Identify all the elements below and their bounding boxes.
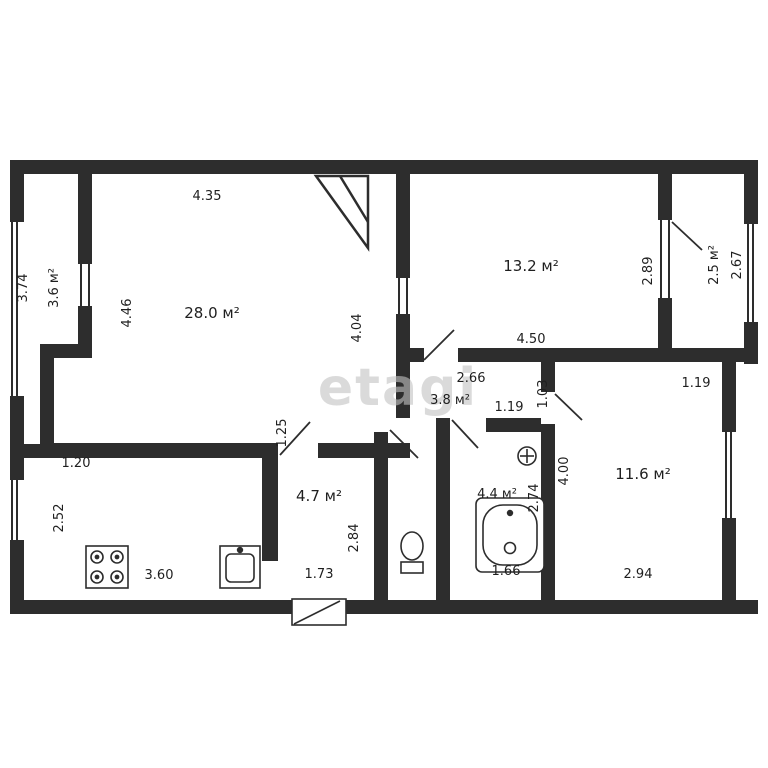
dim-435: 4.35 [193, 189, 222, 204]
stove-icon [85, 545, 129, 589]
room-label-balcony-left: 3.6 м² [47, 268, 62, 308]
dim-289: 2.89 [641, 257, 656, 286]
dim-400: 4.00 [557, 457, 572, 486]
room-label-balcony-right: 2.5 м² [707, 245, 722, 285]
dim-284: 2.84 [347, 524, 362, 553]
dim-446: 4.46 [120, 299, 135, 328]
dim-120: 1.20 [62, 456, 91, 471]
washbasin-icon [517, 446, 537, 466]
toilet-icon [400, 531, 424, 574]
bathtub-icon [475, 497, 545, 573]
dim-360: 3.60 [145, 568, 174, 583]
walls [10, 160, 758, 614]
room-label-living: 28.0 м² [184, 304, 240, 322]
dim-374: 3.74 [16, 274, 31, 303]
room-label-corridor: 4.7 м² [296, 487, 342, 505]
dim-173: 1.73 [305, 567, 334, 582]
dim-267: 2.67 [730, 251, 745, 280]
dim-274: 2.74 [527, 484, 542, 513]
dim-252: 2.52 [52, 504, 67, 533]
dim-166: 1.66 [492, 564, 521, 579]
dim-266: 2.66 [457, 371, 486, 386]
dim-294: 2.94 [624, 567, 653, 582]
room-label-bathroom: 4.4 м² [477, 487, 517, 502]
dimension-labels: 4.35 4.50 2.66 1.19 1.19 1.20 3.60 1.73 … [16, 189, 745, 583]
dim-119a: 1.19 [495, 400, 524, 415]
dim-125: 1.25 [275, 419, 290, 448]
watermark: etagi [318, 358, 478, 418]
dim-103: 1.03 [536, 380, 551, 409]
shaft-triangle [313, 174, 370, 252]
entrance-door [291, 598, 347, 626]
room-labels: 28.0 м² 13.2 м² 3.8 м² 11.6 м² 4.7 м² 4.… [47, 245, 722, 505]
dim-404: 4.04 [350, 314, 365, 343]
dim-119b: 1.19 [682, 376, 711, 391]
fixtures [85, 446, 545, 589]
door-leaves [279, 221, 703, 459]
dim-450: 4.50 [517, 332, 546, 347]
room-label-bedroom: 13.2 м² [503, 257, 559, 275]
kitchen-sink-icon [219, 545, 261, 589]
room-label-bedroom2: 11.6 м² [615, 465, 671, 483]
room-label-hall: 3.8 м² [430, 393, 470, 408]
windows [11, 220, 754, 540]
